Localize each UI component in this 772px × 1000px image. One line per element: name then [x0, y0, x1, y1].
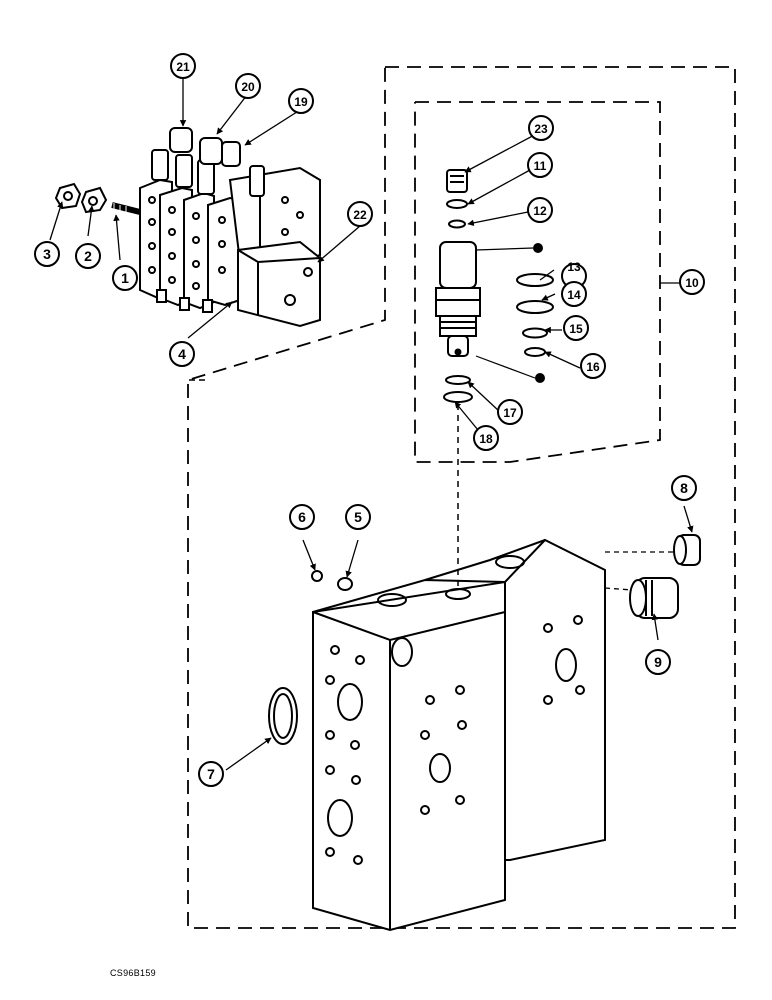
callout-19: 19	[294, 95, 308, 109]
callout-23: 23	[534, 122, 548, 136]
callout-5: 5	[354, 509, 362, 525]
callout-13: 13	[567, 260, 581, 274]
callout-15: 15	[569, 322, 583, 336]
callout-12: 12	[533, 204, 547, 218]
callout-7: 7	[207, 766, 215, 782]
callout-8: 8	[680, 480, 688, 496]
stud-bolt	[111, 202, 141, 215]
seal-14	[516, 300, 554, 314]
control-valve-assembly	[139, 127, 321, 328]
manifold-block	[312, 538, 606, 932]
washer	[80, 186, 108, 214]
seal-16	[524, 347, 546, 357]
callout-4: 4	[178, 346, 186, 362]
outer-dashed-boundary	[187, 66, 736, 929]
callout-3: 3	[43, 246, 51, 262]
callout-circles	[34, 53, 705, 787]
leader-lines	[49, 78, 694, 771]
callout-6: 6	[298, 509, 306, 525]
callout-9: 9	[654, 654, 662, 670]
seal-15	[522, 327, 548, 339]
seal-13	[516, 273, 554, 287]
callout-14: 14	[567, 288, 581, 302]
inner-dashed-boundary	[414, 101, 661, 463]
o-ring-6	[311, 570, 323, 582]
plug-8	[605, 534, 701, 566]
callout-1: 1	[121, 270, 129, 286]
callout-16: 16	[586, 360, 600, 374]
callout-10: 10	[685, 276, 699, 290]
callout-labels: 1 2 3 4 5 6 7 8 9 10 11 12 13 14 15 16 1…	[43, 60, 699, 782]
figure-id-caption: CS96B159	[110, 968, 156, 978]
callout-11: 11	[534, 159, 547, 173]
o-ring-7	[268, 687, 298, 745]
nut	[54, 182, 82, 210]
callout-22: 22	[353, 208, 367, 222]
o-ring-5	[337, 577, 353, 591]
plug-9	[604, 577, 679, 619]
callout-20: 20	[241, 80, 255, 94]
callout-17: 17	[503, 406, 517, 420]
callout-21: 21	[176, 60, 190, 74]
relief-valve-cartridge	[435, 169, 481, 590]
callout-18: 18	[479, 432, 493, 446]
callout-2: 2	[84, 248, 92, 264]
